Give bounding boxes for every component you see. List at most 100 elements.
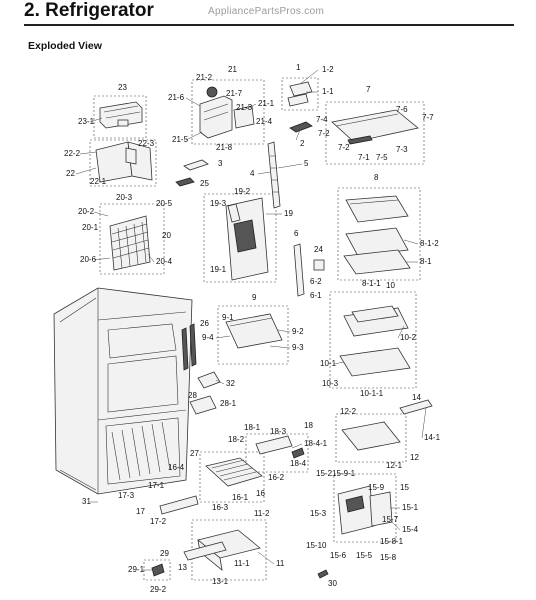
callout-21-1: 21-1	[258, 99, 275, 108]
callout-8-1: 8-1	[420, 257, 432, 266]
callout-10-1-1: 10-1-1	[360, 389, 384, 398]
callout-23: 23	[118, 83, 127, 92]
callout-15-3: 15-3	[310, 509, 327, 518]
callout-21-6: 21-6	[168, 93, 185, 102]
callout-15-2: 15-2	[316, 469, 333, 478]
group-box-18	[245, 433, 309, 473]
callout-22: 22	[66, 169, 75, 178]
refrigerator-cabinet	[53, 287, 193, 495]
bar-14	[399, 399, 433, 415]
rail-17	[159, 495, 199, 515]
callout-15: 15	[400, 483, 409, 492]
watermark: AppliancePartsPros.com	[208, 6, 325, 17]
callout-8-1-1: 8-1-1	[362, 279, 381, 288]
dispenser-panel-19	[225, 197, 269, 281]
callout-7-3: 7-3	[396, 145, 408, 154]
callout-9: 9	[252, 293, 257, 302]
callout-29-1: 29-1	[128, 565, 145, 574]
callout-15-10: 15-10	[306, 541, 327, 550]
callout-19: 19	[284, 209, 293, 218]
callout-15-5: 15-5	[356, 551, 373, 560]
shelves-8	[343, 195, 411, 275]
group-box-21	[191, 79, 265, 145]
callout-16-3: 16-3	[212, 503, 229, 512]
callout-32: 32	[226, 379, 235, 388]
callout-12: 12	[410, 453, 419, 462]
bar-6	[293, 243, 305, 297]
callout-16-1: 16-1	[232, 493, 249, 502]
callout-26: 26	[200, 319, 209, 328]
callout-15-4: 15-4	[402, 525, 419, 534]
callout-15-6: 15-6	[330, 551, 347, 560]
page-title: 2. Refrigerator	[24, 0, 154, 21]
callout-14-1: 14-1	[424, 433, 441, 442]
shelf-7	[331, 109, 419, 145]
callout-17-3: 17-3	[118, 491, 135, 500]
callout-7-2b: 7-2	[338, 143, 350, 152]
callout-6-2: 6-2	[310, 277, 322, 286]
callout-6-1: 6-1	[310, 291, 322, 300]
switch-3	[183, 159, 209, 171]
part-24	[313, 259, 325, 271]
callout-7-7: 7-7	[422, 113, 434, 122]
callout-15-7: 15-7	[382, 515, 399, 524]
callout-16-2: 16-2	[268, 473, 285, 482]
callout-3: 3	[218, 159, 223, 168]
callout-18: 18	[304, 421, 313, 430]
group-box-1	[281, 77, 319, 111]
callout-20-2: 20-2	[78, 207, 95, 216]
callout-5: 5	[304, 159, 309, 168]
callout-11: 11	[276, 559, 285, 568]
callout-20-3: 20-3	[116, 193, 133, 202]
callout-19-3: 19-3	[210, 199, 227, 208]
group-box-7	[325, 101, 425, 165]
callout-7-5: 7-5	[376, 153, 388, 162]
callout-17-2: 17-2	[150, 517, 167, 526]
callout-10: 10	[386, 281, 395, 290]
group-box-19	[203, 193, 277, 283]
callout-21: 21	[228, 65, 237, 74]
callout-20-5: 20-5	[156, 199, 173, 208]
part-1	[287, 81, 313, 107]
callout-13: 13	[178, 563, 187, 572]
callout-28-1: 28-1	[220, 399, 237, 408]
callout-9-2: 9-2	[292, 327, 304, 336]
callout-7-2a: 7-2	[318, 129, 330, 138]
rails-26	[181, 323, 197, 371]
callout-8-1-2: 8-1-2	[420, 239, 439, 248]
group-box-8	[337, 187, 421, 281]
title-divider	[24, 24, 514, 26]
callout-18-4: 18-4	[290, 459, 307, 468]
callout-21-3: 21-3	[236, 103, 253, 112]
callout-22-1: 22-1	[90, 177, 107, 186]
callout-22-3: 22-3	[138, 139, 155, 148]
callout-15-9: 15-9	[368, 483, 385, 492]
callout-18-2: 18-2	[228, 435, 245, 444]
group-box-23	[93, 95, 147, 139]
callout-23-1: 23-1	[78, 117, 95, 126]
rail-18	[255, 435, 305, 459]
strip-4-5	[267, 141, 281, 209]
callout-10-2: 10-2	[400, 333, 417, 342]
rail-13	[183, 541, 227, 561]
callout-19-1: 19-1	[210, 265, 227, 274]
part-28	[189, 395, 217, 415]
callout-9-1: 9-1	[222, 313, 234, 322]
callout-16: 16	[256, 489, 265, 498]
callout-29-2: 29-2	[150, 585, 167, 594]
callout-27: 27	[190, 449, 199, 458]
callout-2: 2	[300, 139, 305, 148]
callout-24: 24	[314, 245, 323, 254]
callout-19-2: 19-2	[234, 187, 251, 196]
leader-lines	[75, 69, 427, 571]
sensor-25	[175, 177, 195, 187]
callout-17: 17	[136, 507, 145, 516]
callout-30: 30	[328, 579, 337, 588]
callout-18-3: 18-3	[270, 427, 287, 436]
callout-7: 7	[366, 85, 371, 94]
callout-31: 31	[82, 497, 91, 506]
callout-20: 20	[162, 231, 171, 240]
callout-21-2: 21-2	[196, 73, 213, 82]
callout-21-4: 21-4	[256, 117, 273, 126]
